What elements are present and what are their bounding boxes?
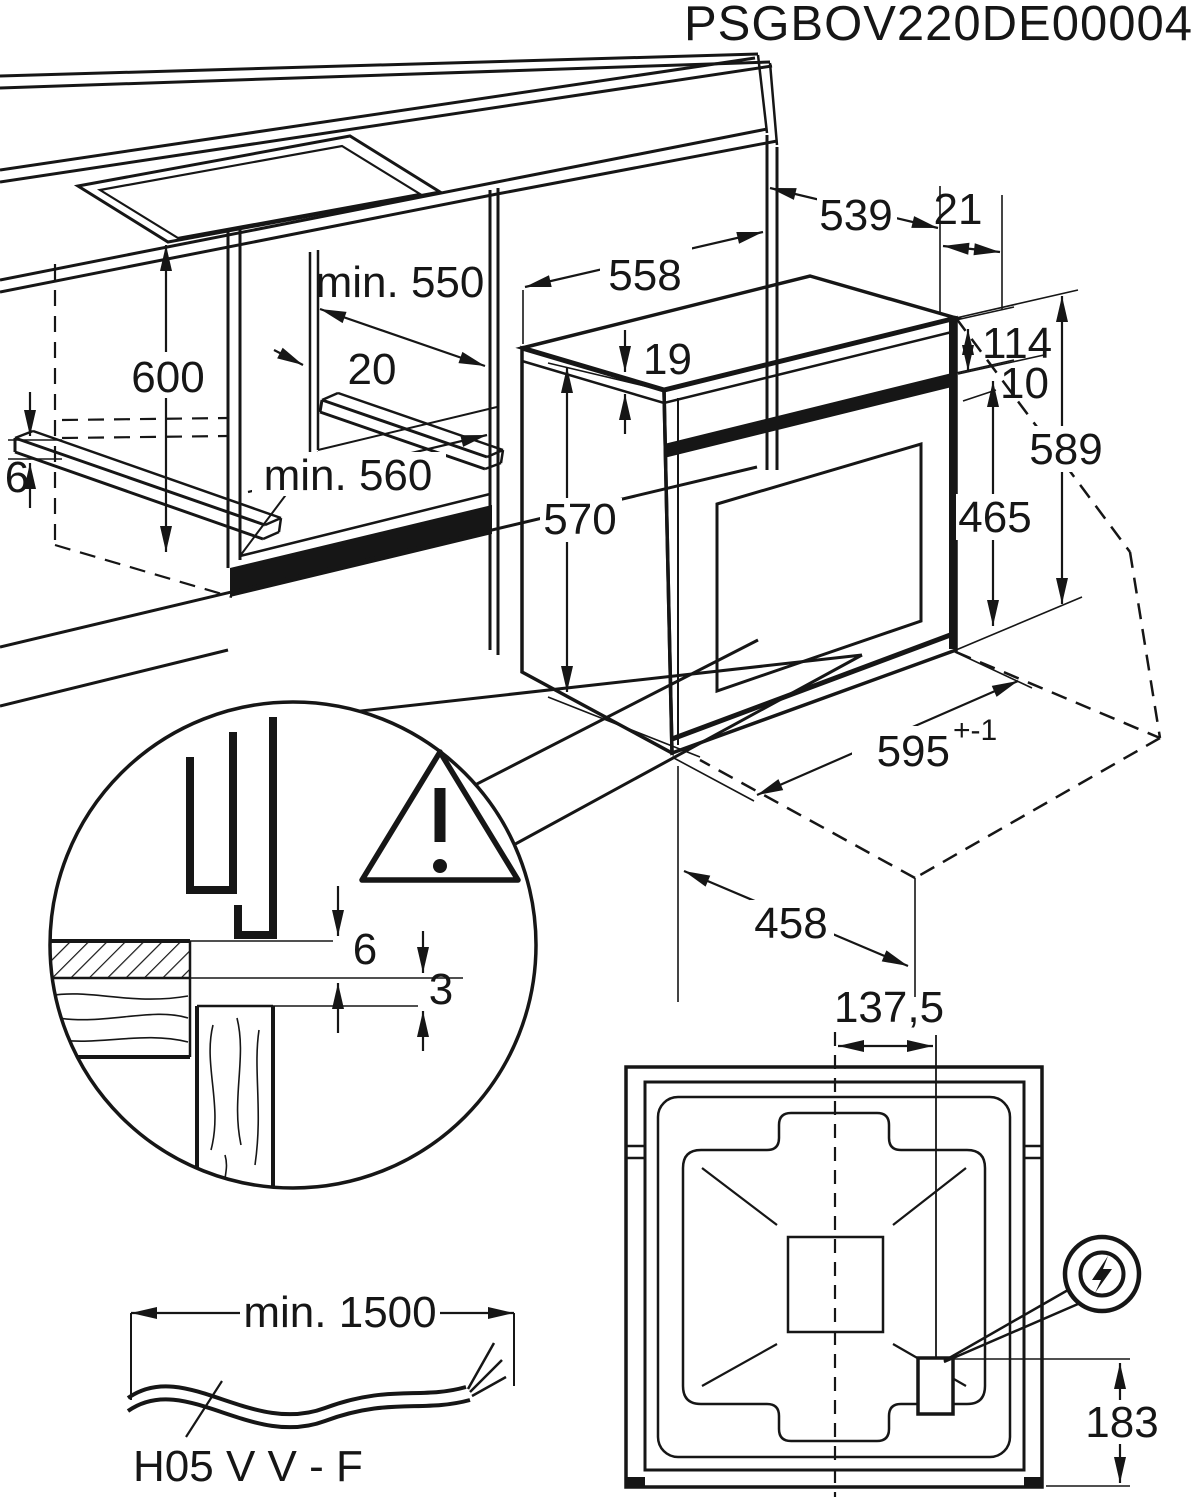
dim-min1500-label: min. 1500	[243, 1288, 436, 1337]
wall-line	[0, 60, 771, 90]
dim-137-5: 137,5	[834, 983, 944, 1052]
dim-6-rail: 6	[5, 392, 62, 508]
niche-floor-front	[239, 492, 491, 558]
dim-589-label: 589	[1029, 425, 1102, 474]
dim-558: 558	[522, 230, 764, 344]
dim-3-gap: 3	[417, 931, 453, 1051]
dim-570: 570	[540, 362, 701, 758]
dim-458-label: 458	[754, 899, 827, 948]
dim-19: 19	[619, 330, 692, 434]
dim-21: 21	[934, 185, 1003, 310]
detail-view: 6 3	[48, 700, 538, 1190]
dim-465: 465	[956, 354, 1045, 626]
dim-min550-label: min. 550	[316, 258, 485, 307]
cable-frayed-end	[466, 1342, 507, 1398]
dim-114-label: 114	[982, 319, 1052, 368]
hob-cutout-inner	[96, 144, 424, 240]
dim-20: 20	[273, 345, 397, 394]
worktop-back-edge	[0, 64, 773, 184]
control-panel-band	[664, 372, 956, 458]
niche-left-edge	[226, 230, 242, 568]
rear-view: 137,5 183	[624, 983, 1160, 1497]
dim-21-label: 21	[934, 185, 983, 234]
oven-side-panel	[520, 345, 674, 756]
dim-min-560: min. 560	[247, 433, 488, 500]
cable-view: min. 1500 H05 V V - F	[126, 1288, 515, 1491]
oven-view: 558 539 21 19 114 10	[515, 185, 1162, 1002]
worktop-section	[51, 941, 190, 978]
dim-595-tolerance: +-1	[953, 714, 997, 747]
worktop-back-edge	[0, 56, 756, 172]
dim-10-label: 10	[1000, 359, 1049, 408]
lightning-bolt-icon	[943, 1234, 1142, 1364]
pressed-cross-panel	[681, 1111, 987, 1443]
dim-1375-label: 137,5	[834, 983, 944, 1032]
hob-cutout-outer	[73, 134, 445, 244]
dim-6-gap-label: 6	[353, 925, 377, 974]
dim-600-label: 600	[131, 353, 204, 402]
dim-595-label: 595	[877, 727, 950, 776]
dim-595: 595 +-1	[671, 650, 1033, 802]
dim-558-label: 558	[608, 251, 681, 300]
dim-539-label: 539	[819, 191, 892, 240]
dim-10: 10	[962, 359, 1049, 408]
dim-539: 539	[769, 186, 941, 314]
warning-triangle-icon	[359, 749, 521, 883]
niche-right-edge	[488, 188, 500, 655]
door-bottom-edge	[671, 631, 954, 742]
cross-diagonals	[701, 1167, 967, 1387]
dim-min560-label: min. 560	[264, 451, 433, 500]
dim-min-1500: min. 1500	[131, 1288, 514, 1337]
dim-570-label: 570	[543, 495, 616, 544]
cable-leader-line	[185, 1380, 223, 1438]
oven-door-window	[715, 441, 923, 694]
niche-back-corner	[308, 250, 320, 452]
mounting-tabs	[626, 1144, 1042, 1160]
dim-6-label: 6	[5, 453, 29, 502]
dim-589: 589	[955, 289, 1108, 651]
power-cable	[126, 1342, 507, 1430]
dim-114: 114	[955, 306, 1052, 374]
oven-trim-section	[186, 732, 237, 894]
dim-465-label: 465	[958, 493, 1031, 542]
wall-line	[0, 52, 759, 78]
oven-trim-section	[234, 717, 277, 939]
dim-183-label: 183	[1085, 1398, 1158, 1447]
dim-20-label: 20	[348, 345, 397, 394]
open-door-projection	[699, 317, 1162, 880]
junction-box	[916, 1356, 955, 1416]
detail-callout-wedge	[351, 653, 863, 850]
dim-600: 600	[130, 245, 206, 552]
cable-type-label: H05 V V - F	[133, 1442, 363, 1491]
plinth-band	[230, 505, 492, 597]
wood-panel-vertical	[195, 1004, 275, 1187]
dim-6-gap: 6	[332, 886, 377, 1033]
dim-19-label: 19	[643, 335, 692, 384]
dim-458: 458	[677, 766, 916, 1002]
dim-183: 183	[948, 1358, 1160, 1487]
document-number: PSGBOV220DE00004	[684, 0, 1193, 51]
dim-3-gap-label: 3	[429, 965, 453, 1014]
hidden-edges	[53, 264, 233, 599]
dim-min-550: min. 550	[316, 258, 486, 368]
